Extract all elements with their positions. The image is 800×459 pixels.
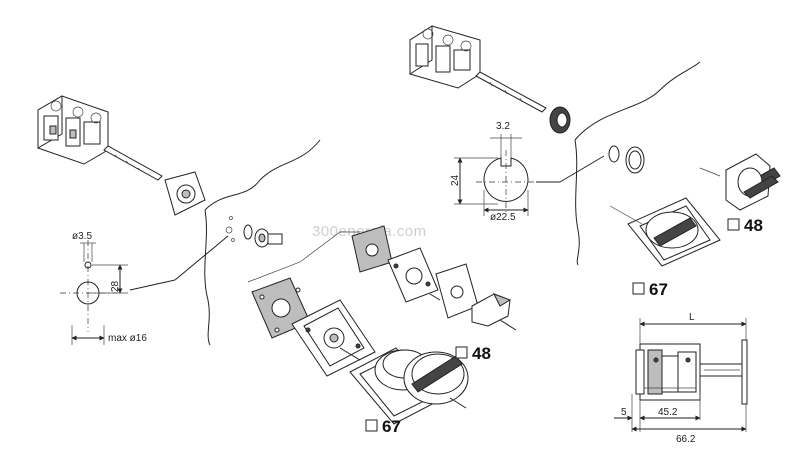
dim-shaft-height: 24 [450,174,461,186]
panel-hole-dimension [60,235,229,345]
bushing-left [243,224,283,248]
cover-67-right [609,167,721,267]
ref-box-67-right [632,282,645,295]
panel-wall-right [574,61,701,266]
dim-side-l: L [689,312,695,323]
ref-label-67-left: 67 [382,417,401,436]
panel-wall-left [204,139,321,346]
ref-box-48-right [727,218,740,231]
panel-holes-left [225,216,235,242]
handle-48-left [471,293,517,331]
contact-block-left [37,95,109,165]
contact-block-right [409,25,481,89]
side-view-drawing [635,339,748,405]
handle-67-left [403,351,469,409]
shaft-left [103,145,163,181]
mounting-frame-left [291,299,376,377]
ref-label-67-right: 67 [649,280,668,299]
dim-shaft-diameter: ø22.5 [490,212,516,223]
ref-label-48-left: 48 [472,344,491,363]
dim-side-offset: 5 [621,407,627,418]
dim-hole-small: ø3.5 [72,231,92,242]
dim-hole-max: max ø16 [108,333,147,344]
dim-shaft-flat: 3.2 [496,121,510,132]
ref-box-48-left [455,346,468,359]
nut-right [549,106,571,134]
dim-hole-spacing: 28 [110,280,121,292]
dim-side-body: 45.2 [658,407,678,418]
shaft-profile-dimension [454,134,605,216]
frame-48-left [387,247,441,303]
gaskets-right [608,145,645,174]
dim-side-total: 66.2 [676,434,696,445]
ref-box-67-left [365,419,378,432]
mounting-plate-left [164,171,206,216]
handle-48-right [725,153,781,211]
side-view-dimensions [614,318,747,432]
ref-label-48-right: 48 [744,216,763,235]
shaft-right [475,71,547,113]
